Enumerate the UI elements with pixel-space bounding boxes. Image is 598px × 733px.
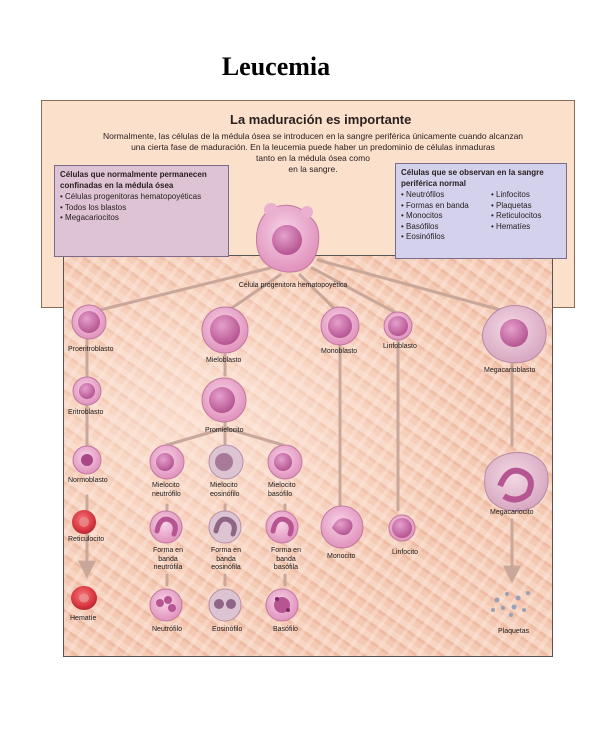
label-megacariocito: Megacariocito xyxy=(490,509,534,516)
progenitor-cell xyxy=(255,203,320,273)
label-banda-basofila: Forma en banda basófila xyxy=(271,547,301,571)
label-banda-eosinofila: Forma en banda eosinófila xyxy=(211,547,241,571)
lineage-arrows xyxy=(78,258,521,587)
label-mielocito-neutrofilo: Mielocito neutrófilo xyxy=(152,482,181,498)
peripheral-blood-cells-panel: Células que se observan en la sangre per… xyxy=(395,163,567,259)
list-item: Formas en banda xyxy=(401,201,491,212)
promielocito-cell xyxy=(201,377,247,423)
label-proeritroblasto: Proeritroblasto xyxy=(68,346,114,353)
list-item: Megacariocitos xyxy=(60,213,223,224)
label-hematie: Hematíe xyxy=(70,615,97,622)
eosinofilo-cell xyxy=(208,588,242,622)
mieloblasto-cell xyxy=(201,306,249,354)
linfoblasto-cell xyxy=(383,311,413,341)
list-item: Monocitos xyxy=(401,211,491,222)
mielocito-basofilo-cell xyxy=(267,444,303,480)
intro-line: una cierta fase de maduración. En la leu… xyxy=(131,142,495,152)
label-mieloblasto: Mieloblasto xyxy=(206,357,242,364)
mielocito-neutrofilo-cell xyxy=(149,444,185,480)
intro-line: en la sangre. xyxy=(288,164,338,174)
list-item: Todos los blastos xyxy=(60,203,223,214)
banda-neutrofila-cell xyxy=(149,510,183,544)
megacariocito-cell xyxy=(484,452,549,512)
mielocito-eosinofilo-cell xyxy=(208,444,244,480)
label-reticulocito: Reticulocito xyxy=(68,536,105,543)
list-item: Células progenitoras hematopoyéticas xyxy=(60,192,223,203)
hematie-cell xyxy=(71,586,97,610)
label-monoblasto: Monoblasto xyxy=(321,348,358,355)
list-item: Linfocitos xyxy=(491,190,541,201)
label-basofilo: Basófilo xyxy=(273,626,298,633)
label-monocito: Monocito xyxy=(327,553,356,560)
proeritroblasto-cell xyxy=(71,304,107,340)
bone-marrow-background xyxy=(63,255,553,657)
basofilo-cell xyxy=(265,588,299,622)
intro-line: tanto en la médula ósea como xyxy=(256,153,370,163)
normoblasto-cell xyxy=(72,445,102,475)
label-linfoblasto: Linfoblasto xyxy=(383,343,417,350)
label-plaquetas: Plaquetas xyxy=(498,628,530,635)
box-heading: La maduración es importante xyxy=(230,112,412,127)
bone-marrow-cells-panel: Células que normalmente permanecen confi… xyxy=(54,165,229,257)
label-mielocito-eosinofilo: Mielocito eosinófilo xyxy=(210,482,240,498)
list-item: Reticulocitos xyxy=(491,211,541,222)
panel-title: Células que normalmente permanecen confi… xyxy=(60,170,207,190)
plaquetas-cell xyxy=(491,591,530,617)
list-item: Basófilos xyxy=(401,222,491,233)
monoblasto-cell xyxy=(320,306,360,346)
panel-title: Células que se observan en la sangre per… xyxy=(401,168,544,188)
label-normoblasto: Normoblasto xyxy=(68,477,108,484)
label-eritroblasto: Eritroblasto xyxy=(68,409,104,416)
intro-line: Normalmente, las células de la médula ós… xyxy=(102,131,524,141)
label-progenitor: Célula progenitora hematopoyética xyxy=(238,282,348,289)
monocito-cell xyxy=(320,505,364,549)
label-promielocito: Promielocito xyxy=(205,427,244,434)
label-banda-neutrofila: Forma en banda neutrófila xyxy=(153,547,183,571)
linfocito-cell xyxy=(388,514,416,542)
intro-text: Normalmente, las células de la médula ós… xyxy=(78,131,548,175)
list-item: Hematíes xyxy=(491,222,541,233)
label-neutrofilo: Neutrófilo xyxy=(152,626,182,633)
banda-basofila-cell xyxy=(265,510,299,544)
neutrofilo-cell xyxy=(149,588,183,622)
label-linfocito: Linfocito xyxy=(392,549,419,556)
label-megacarioblasto: Megacarioblasto xyxy=(484,367,536,374)
list-item: Neutrófilos xyxy=(401,190,491,201)
eritroblasto-cell xyxy=(72,376,102,406)
label-mielocito-basofilo: Mielocito basófilo xyxy=(268,482,296,498)
list-item: Eosinófilos xyxy=(401,232,491,243)
page-title: Leucemia xyxy=(221,52,331,81)
banda-eosinofila-cell xyxy=(208,510,242,544)
megacarioblasto-cell xyxy=(481,305,547,364)
label-eosinofilo: Eosinófilo xyxy=(212,626,243,633)
list-item: Plaquetas xyxy=(491,201,541,212)
reticulocito-cell xyxy=(72,510,96,534)
